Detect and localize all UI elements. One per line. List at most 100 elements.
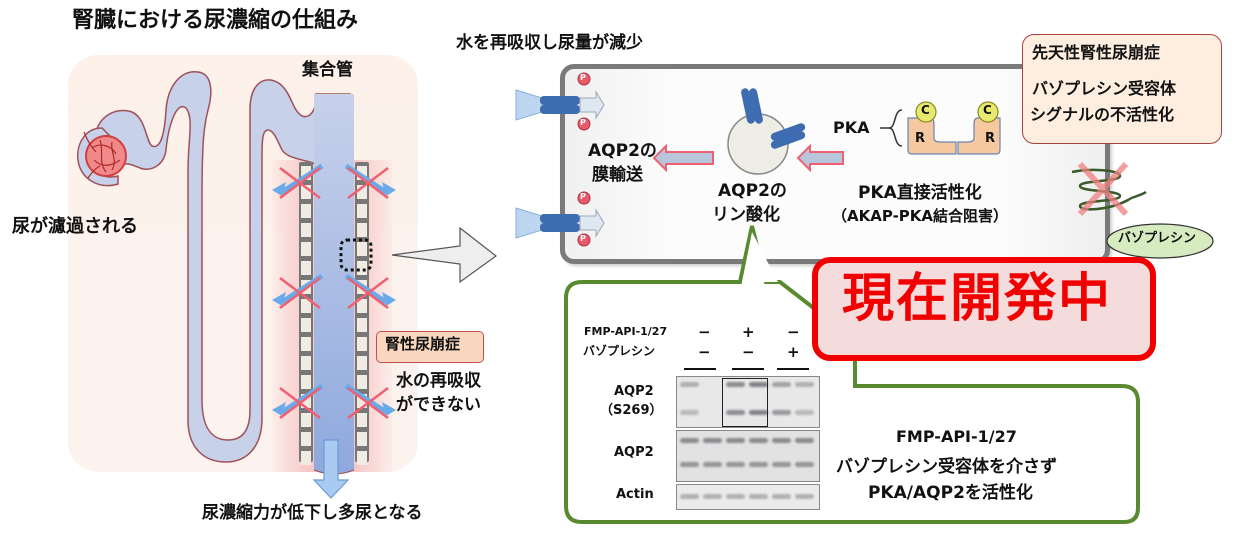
phosphorylation-line1: AQP2の — [718, 181, 787, 201]
blot-band — [772, 462, 791, 467]
blot-band — [726, 438, 745, 443]
group-underline — [732, 368, 764, 370]
blot-band — [795, 494, 814, 499]
blot-band — [680, 462, 699, 467]
vasopressin-ligand — [1106, 223, 1214, 259]
blot-band — [749, 410, 768, 415]
aqp2-channel-top — [515, 72, 605, 131]
receptor-cross-icon — [1077, 161, 1129, 217]
duct-cell — [301, 166, 311, 180]
duct-cell — [301, 451, 311, 465]
duct-cell — [357, 451, 367, 465]
blot-band — [680, 438, 699, 443]
duct-cell — [357, 413, 367, 427]
disease-badge — [376, 331, 484, 363]
blot-band — [680, 410, 699, 415]
duct-cell — [301, 356, 311, 370]
duct-cell — [301, 413, 311, 427]
blot-band — [703, 494, 722, 499]
duct-cell — [301, 242, 311, 256]
condition-sign: − — [698, 343, 711, 361]
urine-output-arrow — [312, 439, 350, 499]
duct-cell — [301, 299, 311, 313]
duct-cell — [357, 432, 367, 446]
pka-c-subunit-1: C — [921, 103, 930, 117]
compound-name: FMP-API-1/27 — [896, 427, 1017, 446]
condition-sign: + — [742, 323, 755, 341]
blocked-water-arrow — [344, 273, 396, 309]
phosphorylation-line2: リン酸化 — [712, 205, 780, 225]
group-underline — [777, 368, 809, 370]
pka-r-subunit-2: R — [985, 131, 996, 146]
development-badge[interactable] — [812, 257, 1156, 361]
phospho-label: P — [580, 192, 586, 201]
pka-holoenzyme — [907, 101, 1001, 155]
duct-cell — [357, 356, 367, 370]
blot-row-label: AQP2 — [614, 384, 654, 399]
blot-band — [726, 462, 745, 467]
blot-panel-aqp2-s269 — [676, 376, 820, 428]
duct-cell — [357, 166, 367, 180]
phospho-label: P — [580, 234, 586, 243]
duct-cell — [357, 394, 367, 408]
compound-desc-line1: バゾプレシン受容体を介さず — [836, 457, 1057, 477]
vesicle-aqp2 — [741, 88, 806, 149]
aqp2-channel-bottom — [515, 191, 605, 247]
filtration-label: 尿が濾過される — [12, 216, 138, 237]
congenital-line1: バゾプレシン受容体 — [1032, 79, 1177, 98]
outcome-label: 尿濃縮力が低下し多尿となる — [202, 503, 423, 523]
blot-row-label: AQP2 — [614, 445, 654, 460]
transport-arrow — [652, 143, 714, 173]
duct-cell — [301, 337, 311, 351]
cross-icon — [347, 167, 389, 199]
membrane-transport-line1: AQP2の — [588, 141, 657, 161]
blocked-water-arrow — [272, 383, 324, 419]
no-reabsorption-line1: 水の再吸収 — [396, 371, 481, 391]
membrane-transport-line2: 膜輸送 — [592, 165, 643, 185]
pka-label: PKA — [833, 118, 870, 137]
collecting-duct-label: 集合管 — [302, 60, 353, 80]
duct-cell — [301, 432, 311, 446]
compound-desc-line2: PKA/AQP2を活性化 — [868, 483, 1033, 503]
phosphorylation-arrow — [796, 143, 844, 173]
kidney-title: 腎臓における尿濃縮の仕組み — [72, 8, 359, 33]
phospho-label: P — [580, 73, 586, 82]
vasopressin-receptor — [1071, 168, 1147, 211]
vasopressin-label: バゾプレシン — [1118, 231, 1197, 246]
highlight-lanes-box — [722, 378, 768, 427]
condition-label-fmp: FMP-API-1/27 — [584, 325, 668, 338]
condition-sign: − — [698, 323, 711, 341]
glomerulus-capillaries — [83, 131, 121, 179]
condition-sign: + — [787, 343, 800, 361]
blot-band — [772, 438, 791, 443]
zoom-arrow — [391, 226, 498, 284]
blot-row-label: （S269） — [600, 403, 663, 418]
no-reabsorption-line2: ができない — [396, 395, 481, 415]
duct-cell — [357, 318, 367, 332]
congenital-box — [1022, 34, 1222, 144]
condition-sign: − — [787, 323, 800, 341]
pka-c-subunit-2: C — [983, 103, 992, 117]
cross-icon — [347, 277, 389, 309]
congenital-title: 先天性腎性尿崩症 — [1032, 43, 1161, 62]
blot-band — [772, 494, 791, 499]
blot-band — [795, 438, 814, 443]
blot-band — [749, 438, 768, 443]
blot-band — [795, 382, 814, 387]
condition-label-vasopressin: バゾプレシン — [583, 344, 656, 358]
duct-cell — [301, 223, 311, 237]
cross-icon — [279, 167, 321, 199]
pka-activation-line2: （AKAP-PKA結合阻害） — [832, 207, 1009, 225]
duct-cell — [301, 394, 311, 408]
duct-cell — [357, 242, 367, 256]
blot-band — [680, 494, 699, 499]
duct-cell — [357, 261, 367, 275]
blot-band — [726, 410, 745, 415]
duct-cell — [357, 337, 367, 351]
congenital-line2: シグナルの不活性化 — [1030, 105, 1175, 124]
blocked-water-arrow — [344, 383, 396, 419]
blot-band — [726, 382, 745, 387]
blocked-water-arrow — [272, 273, 324, 309]
